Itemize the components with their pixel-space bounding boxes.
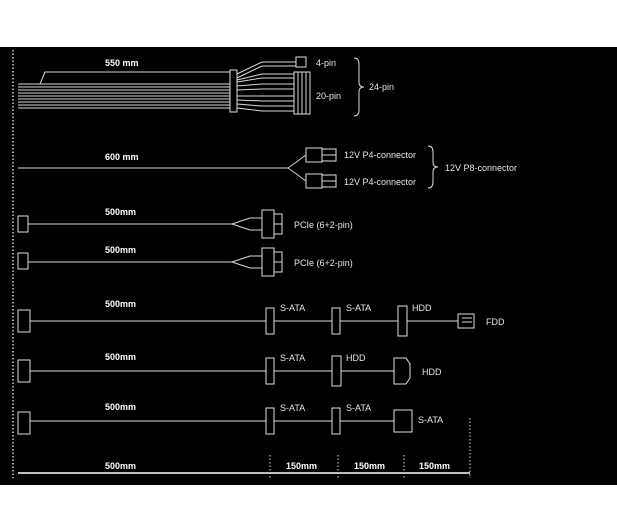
atx-4pin-label: 4-pin [316, 58, 336, 68]
pcie2-length-label: 500mm [105, 245, 136, 255]
periph2-sata-connector [265, 357, 275, 385]
periph1-c3-label: HDD [412, 303, 432, 313]
pcie-cable-2: 500mm PCIe (6+2-pin) [17, 245, 353, 277]
periph1-sata-connector-1 [265, 307, 275, 335]
cpu-cable: 600 mm 12V P4-connector 12V P4-connector… [18, 145, 517, 189]
periph2-c3-label: HDD [422, 367, 442, 377]
pcie2-label: PCIe (6+2-pin) [294, 258, 353, 268]
pcie1-psu-plug [17, 215, 29, 233]
pcie1-connector [261, 209, 275, 239]
atx-cable: 550 mm [18, 56, 394, 117]
atx-brace [353, 57, 365, 117]
sata-connector-3 [393, 409, 413, 433]
cpu-8pin-label: 12V P8-connector [445, 163, 517, 173]
atx-4pin-wire [236, 61, 296, 75]
atx-20pin-label: 20-pin [316, 91, 341, 101]
atx-wire-bundle [18, 71, 232, 109]
periph1-length-label: 500mm [105, 299, 136, 309]
periph1-hdd-connector [397, 305, 408, 337]
periph2-c2-label: HDD [346, 353, 366, 363]
cpu-connector-b-label: 12V P4-connector [344, 177, 416, 187]
atx-4pin-connector [295, 56, 307, 68]
sata-c2-label: S-ATA [346, 403, 371, 413]
pcie-cable-1: 500mm PCIe (6+2-pin) [17, 207, 353, 239]
scale-seg2-label: 150mm [354, 461, 385, 471]
sata-c3-label: S-ATA [418, 415, 443, 425]
diagram-background [0, 47, 617, 485]
pcie1-label: PCIe (6+2-pin) [294, 220, 353, 230]
length-scale: 500mm 150mm 150mm 150mm [18, 418, 471, 478]
cpu-connector-a [305, 147, 323, 163]
cpu-connector-b [305, 173, 323, 189]
sata-psu-plug [17, 411, 31, 435]
sata-length-label: 500mm [105, 402, 136, 412]
periph1-c4-label: FDD [486, 317, 505, 327]
periph2-hdd-connector-2 [393, 357, 411, 385]
cpu-connector-a-label: 12V P4-connector [344, 150, 416, 160]
atx-24pin-label: 24-pin [369, 82, 394, 92]
cpu-length-label: 600 mm [105, 152, 139, 162]
periph2-psu-plug [17, 359, 31, 383]
sata-connector-2 [331, 407, 341, 435]
sata-c1-label: S-ATA [280, 403, 305, 413]
pcie2-psu-plug [17, 252, 29, 270]
peripheral-cable-2: 500mm S-ATA HDD HDD [17, 352, 442, 387]
periph1-c1-label: S-ATA [280, 303, 305, 313]
scale-seg1-label: 150mm [286, 461, 317, 471]
atx-wire-clamp [229, 69, 238, 113]
sata-connector-1 [265, 407, 275, 435]
scale-seg3-label: 150mm [419, 461, 450, 471]
periph2-c1-label: S-ATA [280, 353, 305, 363]
sata-cable: 500mm S-ATA S-ATA S-ATA [17, 402, 443, 435]
cpu-brace [427, 145, 439, 189]
periph1-psu-plug [17, 309, 31, 333]
periph2-hdd-connector-1 [331, 355, 342, 387]
atx-length-label: 550 mm [105, 58, 139, 68]
periph1-fdd-connector [457, 313, 475, 329]
periph1-sata-connector-2 [331, 307, 341, 335]
pcie1-length-label: 500mm [105, 207, 136, 217]
pcie2-connector [261, 247, 275, 277]
periph1-c2-label: S-ATA [346, 303, 371, 313]
scale-main-label: 500mm [105, 461, 136, 471]
periph2-length-label: 500mm [105, 352, 136, 362]
peripheral-cable-1: 500mm S-ATA S-ATA HDD FDD [17, 299, 505, 337]
